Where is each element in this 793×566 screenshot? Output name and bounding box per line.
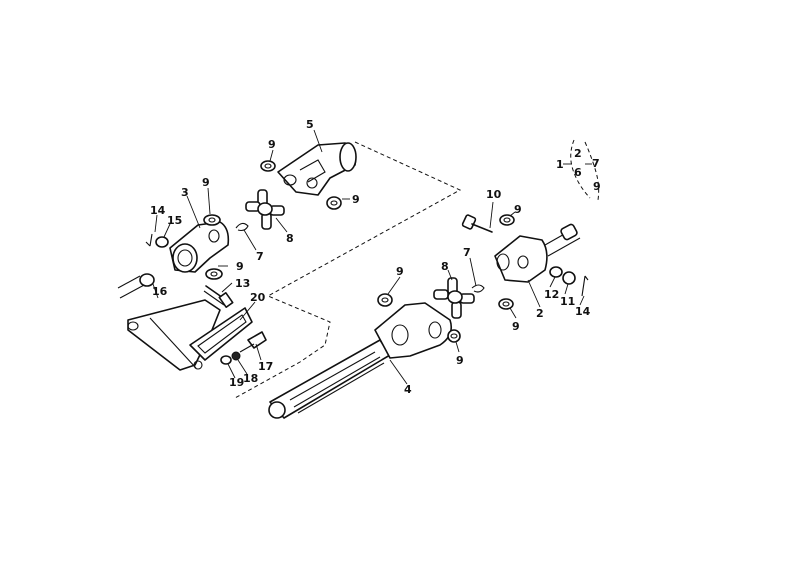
part-4-main-shaft bbox=[268, 302, 453, 419]
callout-3: 3 bbox=[181, 186, 189, 199]
callout-10: 10 bbox=[486, 188, 502, 201]
part-12-washer-right bbox=[549, 266, 563, 278]
callout-9: 9 bbox=[514, 203, 522, 216]
callout-9: 9 bbox=[268, 138, 276, 151]
part-8-cross-left bbox=[245, 189, 285, 230]
washer-9-yoke2-top bbox=[499, 214, 515, 226]
callout-15: 15 bbox=[167, 214, 182, 227]
callout-14: 14 bbox=[150, 204, 166, 217]
leader-lines bbox=[152, 129, 585, 385]
callout-8: 8 bbox=[441, 260, 449, 273]
callout-9: 9 bbox=[202, 176, 210, 189]
washer-9-yoke3-top bbox=[203, 214, 221, 226]
callout-8: 8 bbox=[286, 232, 294, 245]
callout-12: 12 bbox=[544, 288, 559, 301]
callout-19: 19 bbox=[229, 376, 244, 389]
callout-2: 2 bbox=[536, 307, 544, 320]
callout-6: 6 bbox=[574, 166, 582, 179]
callout-7-key: 7 bbox=[592, 157, 600, 170]
part-8-cross-right bbox=[433, 277, 475, 319]
part-2-yoke-right bbox=[494, 223, 581, 283]
assembly-outline bbox=[234, 141, 462, 399]
callouts: 5 9 9 3 9 7 8 9 13 14 15 16 20 17 18 19 … bbox=[150, 118, 591, 396]
callout-16: 16 bbox=[152, 285, 168, 298]
callout-20: 20 bbox=[250, 291, 266, 304]
washer-9-yoke2-bottom bbox=[498, 298, 514, 310]
washer-9-shaft-bottom bbox=[447, 329, 461, 343]
washer-9-yoke5 bbox=[326, 196, 342, 210]
part-20-plate bbox=[189, 307, 253, 361]
callout-4: 4 bbox=[404, 383, 412, 396]
callout-9: 9 bbox=[512, 320, 520, 333]
part-17-wing-screw bbox=[239, 331, 267, 353]
washer-9-yoke3-bottom bbox=[205, 268, 223, 280]
washer-9-shaft-top bbox=[377, 293, 393, 307]
part-3-yoke-left bbox=[169, 221, 230, 273]
part-7-circlip-left bbox=[235, 222, 249, 232]
callout-17: 17 bbox=[258, 360, 273, 373]
callout-1: 1 bbox=[556, 158, 564, 171]
part-18-spring-washer bbox=[231, 351, 241, 361]
part-10-bolt bbox=[461, 214, 493, 233]
part-5-yoke-top bbox=[277, 142, 357, 196]
callout-7: 7 bbox=[463, 246, 471, 259]
part-7-circlip-right bbox=[471, 284, 485, 293]
callout-18: 18 bbox=[243, 372, 258, 385]
callout-9: 9 bbox=[396, 265, 404, 278]
part-13-bolt bbox=[203, 285, 234, 309]
washer-9-top bbox=[260, 160, 276, 172]
part-14-pin-left bbox=[145, 233, 153, 247]
callout-7: 7 bbox=[256, 250, 264, 263]
callout-9: 9 bbox=[456, 354, 464, 367]
part-14-pin-right bbox=[581, 275, 589, 297]
callout-14: 14 bbox=[575, 305, 591, 318]
part-15-nut-left bbox=[155, 236, 169, 248]
index-key: 1 2 6 7 9 bbox=[556, 139, 601, 201]
callout-9: 9 bbox=[352, 193, 360, 206]
callout-9-key: 9 bbox=[593, 180, 601, 193]
callout-5: 5 bbox=[306, 118, 314, 131]
callout-11: 11 bbox=[560, 295, 575, 308]
callout-9: 9 bbox=[236, 260, 244, 273]
part-11-nut-right bbox=[562, 271, 576, 285]
callout-13: 13 bbox=[235, 277, 250, 290]
part-19-washer bbox=[220, 355, 232, 365]
washers bbox=[203, 160, 515, 343]
part-nut-left bbox=[139, 273, 155, 287]
callout-2-key: 2 bbox=[574, 147, 582, 160]
